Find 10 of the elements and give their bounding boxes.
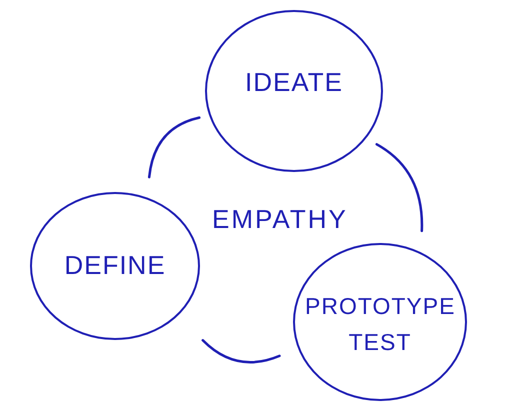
- stage-circle: [205, 10, 383, 172]
- connector-arc: [375, 143, 424, 232]
- stage-label: PROTOTYPE TEST: [305, 292, 455, 357]
- stage-circle: [293, 243, 467, 401]
- connector-arc: [148, 116, 201, 178]
- stage-label: IDEATE: [245, 66, 343, 98]
- connector-arc: [202, 339, 281, 364]
- stage-label: DEFINE: [64, 248, 166, 282]
- center-label: EMPATHY: [212, 203, 348, 236]
- stage-circle: [30, 192, 200, 340]
